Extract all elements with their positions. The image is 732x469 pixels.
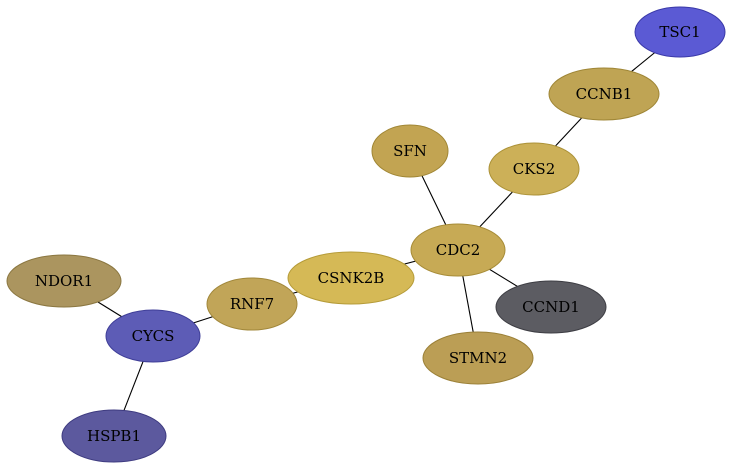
node-shape [287,251,415,305]
node-shape [634,6,726,58]
node-shape [61,409,167,463]
node-label: CSNK2B [318,269,385,287]
node-shape [105,309,201,363]
node-label: HSPB1 [87,427,141,445]
node-shape [548,67,660,121]
node-cycs[interactable]: CYCS [105,309,201,363]
node-stmn2[interactable]: STMN2 [422,331,534,385]
node-ccnd1[interactable]: CCND1 [495,280,607,334]
node-label: CCNB1 [576,85,633,103]
node-ndor1[interactable]: NDOR1 [6,254,122,308]
node-label: CCND1 [522,298,580,316]
node-ccnb1[interactable]: CCNB1 [548,67,660,121]
node-label: TSC1 [659,23,700,41]
node-shape [422,331,534,385]
node-sfn[interactable]: SFN [371,124,449,178]
node-rnf7[interactable]: RNF7 [206,277,298,331]
node-shape [371,124,449,178]
node-tsc1[interactable]: TSC1 [634,6,726,58]
node-shape [6,254,122,308]
node-label: CYCS [132,327,175,345]
node-label: SFN [393,142,427,160]
node-shape [488,142,580,196]
node-label: STMN2 [449,349,507,367]
node-label: NDOR1 [35,272,93,290]
node-cks2[interactable]: CKS2 [488,142,580,196]
node-label: CDC2 [436,241,481,259]
node-cdc2[interactable]: CDC2 [410,223,506,277]
node-csnk2b[interactable]: CSNK2B [287,251,415,305]
node-shape [495,280,607,334]
node-label: RNF7 [230,295,274,313]
node-shape [410,223,506,277]
node-label: CKS2 [513,160,556,178]
node-hspb1[interactable]: HSPB1 [61,409,167,463]
node-shape [206,277,298,331]
